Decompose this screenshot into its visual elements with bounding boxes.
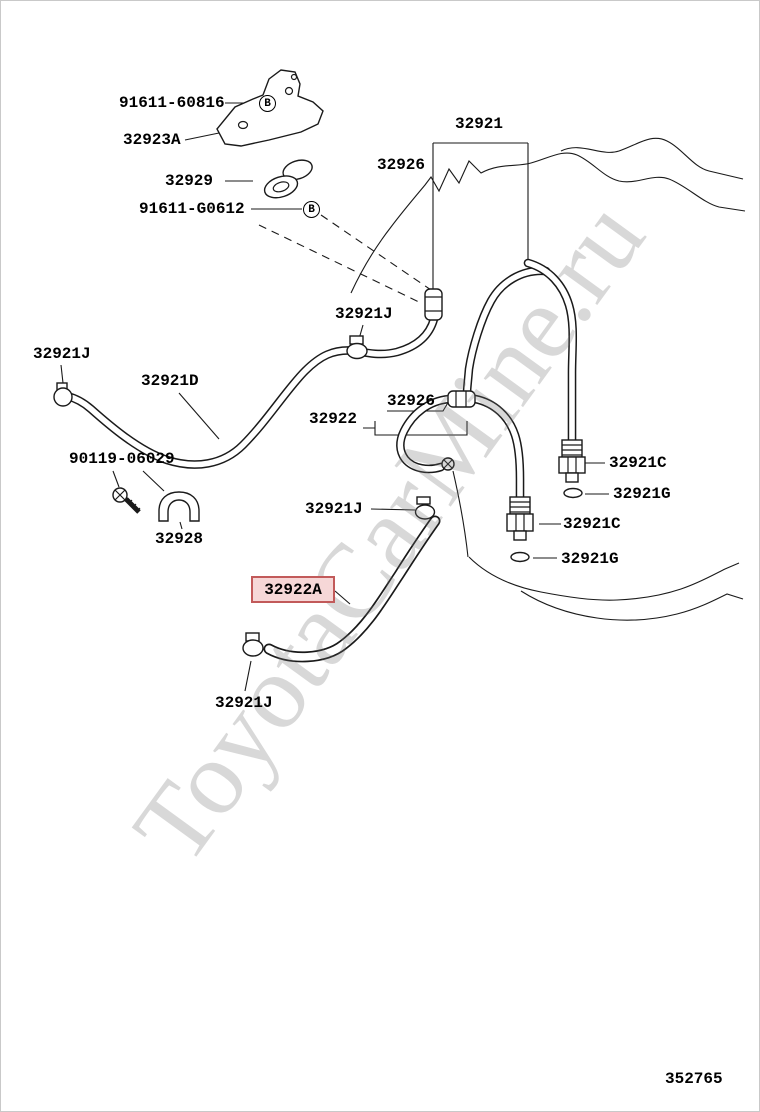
label-32922: 32922 [309,410,358,428]
pipe-lower-outer [470,394,525,504]
bracket-32922 [363,421,468,436]
label-32921j-bottom: 32921J [215,694,273,712]
union-lower-hex [506,513,534,532]
union-lower-tip [513,530,527,541]
label-32921c-lower: 32921C [563,515,621,533]
dashed-leaders [258,214,435,304]
label-32921g-lower: 32921G [561,550,619,568]
leader-32921j-bottom [244,660,252,692]
hose-32922a-inner [265,517,439,661]
label-32923a: 32923A [123,131,181,149]
body-outline-lower-1 [468,556,740,601]
label-91611-60816: 91611-60816 [119,94,225,112]
label-32921c-right: 32921C [609,454,667,472]
leader-32928 [179,521,183,530]
leader-32921j-center [370,508,416,511]
pipe-banjo-inner [397,396,452,472]
label-32928: 32928 [155,530,204,548]
label-32921d: 32921D [141,372,199,390]
clip-bottom-ring [242,639,264,657]
collar-part [263,159,313,199]
bracket-hole-2 [284,86,294,96]
pipe-right-inner [525,260,576,444]
union-right-tip [565,472,579,483]
label-32921: 32921 [455,115,504,133]
union-lower-hex-facets [515,514,525,531]
b-marker-2: B [303,201,320,218]
clamp-bolt-part [112,487,141,514]
engine-outline-line-2 [560,137,744,180]
gasket-lower-ring [510,551,530,563]
joint-sleeve-mid-ribs [455,391,467,407]
clip-center-tab [416,496,431,505]
label-32926-upper: 32926 [377,156,426,174]
leader-32922a [334,590,351,605]
leader-lines [60,84,609,692]
bolt-shaft [124,497,141,514]
bracket-tab-hole [290,73,298,81]
joint-sleeve-upper [424,288,443,321]
pipe-lower-inner [472,396,523,502]
label-32921j-center: 32921J [305,500,363,518]
leader-90119 [112,470,165,492]
clip-bottom-part [242,632,264,657]
collar-ring-inner [272,181,290,193]
union-right-hex-facets [567,457,577,473]
hose-32921d-inner [64,316,437,468]
bracket-hole-1 [237,120,249,130]
leader-32923a [184,132,220,141]
union-right-part [558,439,586,499]
body-outline-lower-2 [520,590,744,621]
body-outline-drop [452,470,469,558]
union-lower-part [506,496,534,563]
leader-32926-mid [387,400,450,412]
clip-left-ring [53,387,73,407]
clip-mid-part [346,335,368,360]
clamp-part [158,491,200,522]
bracket-32921 [432,142,529,289]
union-right-hex [558,456,586,474]
hose-32921d-outer [62,314,439,469]
clip-center-part [414,496,436,520]
label-32922a: 32922A [264,580,322,599]
collar-ring-outer [282,159,313,181]
pipes [62,258,578,663]
label-32929: 32929 [165,172,214,190]
highlight-box-32922a: 32922A [251,576,335,603]
collar-ring-main [263,175,299,199]
leader-32921d [178,392,220,440]
label-90119-06029: 90119-06029 [69,450,175,468]
diagram-number: 352765 [665,1070,723,1088]
b-marker-1: B [259,95,276,112]
banjo-connector [441,457,455,471]
bolt-head-cross [114,489,126,501]
engine-outline [350,137,746,621]
leader-32921j-left [60,364,64,384]
pipe-right-outer [523,258,578,446]
clip-center-ring [414,504,436,520]
label-32921j-left: 32921J [33,345,91,363]
banjo-bolt-cross [443,459,453,469]
dashed-leader-1 [258,224,422,304]
clip-mid-tab [349,335,364,345]
gasket-right-ring [563,487,583,499]
clip-mid-ring [346,342,368,360]
pipe-branch-inner [464,268,549,396]
label-91611-g0612: 91611-G0612 [139,200,245,218]
joint-sleeve-mid [447,390,476,408]
label-32926-mid: 32926 [387,392,436,410]
clip-left-part [53,382,73,407]
engine-outline-line [350,152,746,294]
joint-sleeve-upper-ribs [425,296,442,312]
union-right-thread-lines [562,444,582,456]
label-32921j-mid: 32921J [335,305,393,323]
bolt-threads [127,499,141,513]
union-lower-thread-lines [510,501,530,513]
label-32921g-right: 32921G [613,485,671,503]
dashed-leader-2 [320,214,435,293]
